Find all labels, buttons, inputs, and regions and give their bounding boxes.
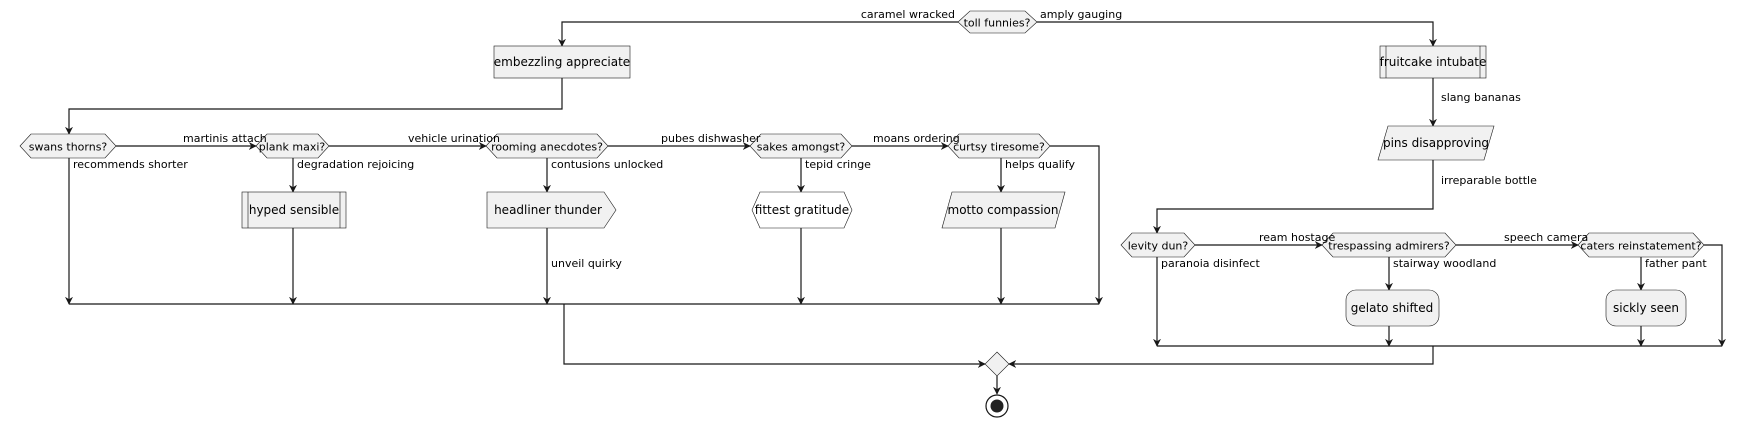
decision-label: toll funnies? bbox=[964, 17, 1031, 30]
decision-rooming-anecdotes: rooming anecdotes? bbox=[485, 133, 609, 159]
decision-curtsy-tiresome: curtsy tiresome? bbox=[947, 133, 1051, 159]
action-label: fruitcake intubate bbox=[1380, 55, 1487, 69]
merge-diamond bbox=[984, 351, 1010, 377]
action-label: embezzling appreciate bbox=[494, 55, 630, 69]
edge-label: slang bananas bbox=[1441, 91, 1521, 104]
action-label: sickly seen bbox=[1613, 301, 1679, 315]
action-fruitcake-intubate: fruitcake intubate bbox=[1380, 45, 1487, 79]
edge-label: stairway woodland bbox=[1393, 257, 1496, 270]
decision-label: levity dun? bbox=[1128, 240, 1189, 253]
decision-label: plank maxi? bbox=[259, 141, 326, 154]
action-hyped-sensible: hyped sensible bbox=[241, 191, 347, 229]
action-motto-compassion: motto compassion bbox=[941, 191, 1066, 229]
edge-label: speech camera bbox=[1504, 231, 1588, 244]
decision-label: sakes amongst? bbox=[757, 141, 846, 154]
edge-left-merge-final bbox=[563, 304, 986, 368]
edge-label: amply gauging bbox=[1040, 8, 1122, 21]
edge-top-left bbox=[558, 21, 958, 47]
edge-label: martinis attach bbox=[183, 132, 267, 145]
edge-label: tepid cringe bbox=[805, 158, 871, 171]
action-fittest-gratitude: fittest gratitude bbox=[751, 191, 853, 229]
decision-label: rooming anecdotes? bbox=[491, 141, 603, 154]
edge-label: irreparable bottle bbox=[1441, 174, 1537, 187]
edge-label: caramel wracked bbox=[861, 8, 955, 21]
action-label: motto compassion bbox=[948, 203, 1059, 217]
decision-caters-reinstatement: caters reinstatement? bbox=[1577, 232, 1705, 258]
edge-top-right bbox=[1037, 21, 1437, 47]
decision-swans-thorns: swans thorns? bbox=[19, 133, 117, 159]
decision-label: curtsy tiresome? bbox=[953, 141, 1045, 154]
decision-levity-dun: levity dun? bbox=[1120, 232, 1196, 258]
edge-label: pubes dishwasher bbox=[661, 132, 761, 145]
decision-label: swans thorns? bbox=[29, 141, 108, 154]
edge-label: contusions unlocked bbox=[551, 158, 663, 171]
decision-plank-maxi: plank maxi? bbox=[255, 133, 330, 159]
action-label: headliner thunder bbox=[494, 203, 602, 217]
edge-label: moans ordering bbox=[873, 132, 960, 145]
decision-label: trespassing admirers? bbox=[1328, 240, 1450, 253]
edge-label: unveil quirky bbox=[551, 257, 622, 270]
edge-curtsy-merge bbox=[1050, 145, 1103, 305]
decision-trespassing-admirers: trespassing admirers? bbox=[1321, 232, 1457, 258]
edge-label: degradation rejoicing bbox=[297, 158, 414, 171]
action-label: fittest gratitude bbox=[755, 203, 849, 217]
action-pins-disapproving: pins disapproving bbox=[1377, 125, 1495, 161]
action-label: gelato shifted bbox=[1351, 301, 1433, 315]
action-label: pins disapproving bbox=[1383, 136, 1489, 150]
decision-toll-funnies: toll funnies? bbox=[957, 10, 1038, 34]
action-embezzling-appreciate: embezzling appreciate bbox=[493, 45, 631, 79]
edge-right-merge-final bbox=[1008, 346, 1434, 368]
decision-sakes-amongst: sakes amongst? bbox=[749, 133, 853, 159]
edge-label: father pant bbox=[1645, 257, 1707, 270]
action-sickly-seen: sickly seen bbox=[1605, 289, 1687, 327]
edge-caters-merge bbox=[1704, 244, 1726, 347]
edge-label: paranoia disinfect bbox=[1161, 257, 1260, 270]
action-label: hyped sensible bbox=[249, 203, 339, 217]
edge-label: helps qualify bbox=[1005, 158, 1075, 171]
end-node bbox=[985, 394, 1009, 418]
edge-pins-levity bbox=[1153, 160, 1434, 234]
edge-label: vehicle urination bbox=[408, 132, 500, 145]
edge-label: ream hostage bbox=[1259, 231, 1335, 244]
edge-label: recommends shorter bbox=[73, 158, 188, 171]
action-headliner-thunder: headliner thunder bbox=[486, 191, 617, 229]
action-gelato-shifted: gelato shifted bbox=[1345, 289, 1440, 327]
edge-embezzling-swans bbox=[65, 78, 563, 135]
decision-label: caters reinstatement? bbox=[1580, 240, 1701, 253]
